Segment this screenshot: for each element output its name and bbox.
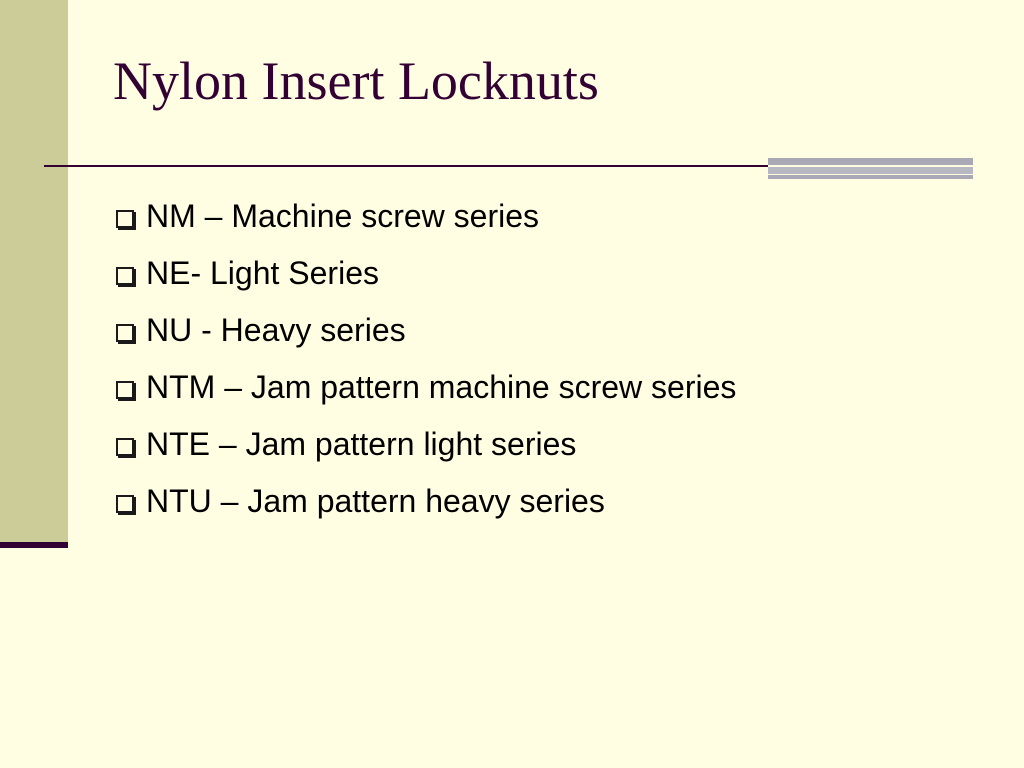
bullet-text: NTM – Jam pattern machine screw series [146,369,737,405]
list-item: NE- Light Series [116,245,736,302]
divider-accent-stripes [768,158,973,179]
list-item: NU - Heavy series [116,302,736,359]
list-item: NM – Machine screw series [116,188,736,245]
left-decorative-band [0,0,68,542]
list-item: NTU – Jam pattern heavy series [116,473,736,530]
hollow-square-icon [116,266,134,285]
hollow-square-icon [116,437,134,456]
slide-title: Nylon Insert Locknuts [113,51,599,111]
bullet-text: NTU – Jam pattern heavy series [146,483,605,519]
bullet-text: NM – Machine screw series [146,198,539,234]
title-divider [44,165,770,167]
hollow-square-icon [116,209,134,228]
bullet-list: NM – Machine screw series NE- Light Seri… [116,188,736,530]
hollow-square-icon [116,494,134,513]
bullet-text: NE- Light Series [146,255,379,291]
left-accent-bar [0,542,68,548]
bullet-text: NTE – Jam pattern light series [146,426,577,462]
bullet-text: NU - Heavy series [146,312,406,348]
hollow-square-icon [116,380,134,399]
hollow-square-icon [116,323,134,342]
list-item: NTE – Jam pattern light series [116,416,736,473]
list-item: NTM – Jam pattern machine screw series [116,359,736,416]
